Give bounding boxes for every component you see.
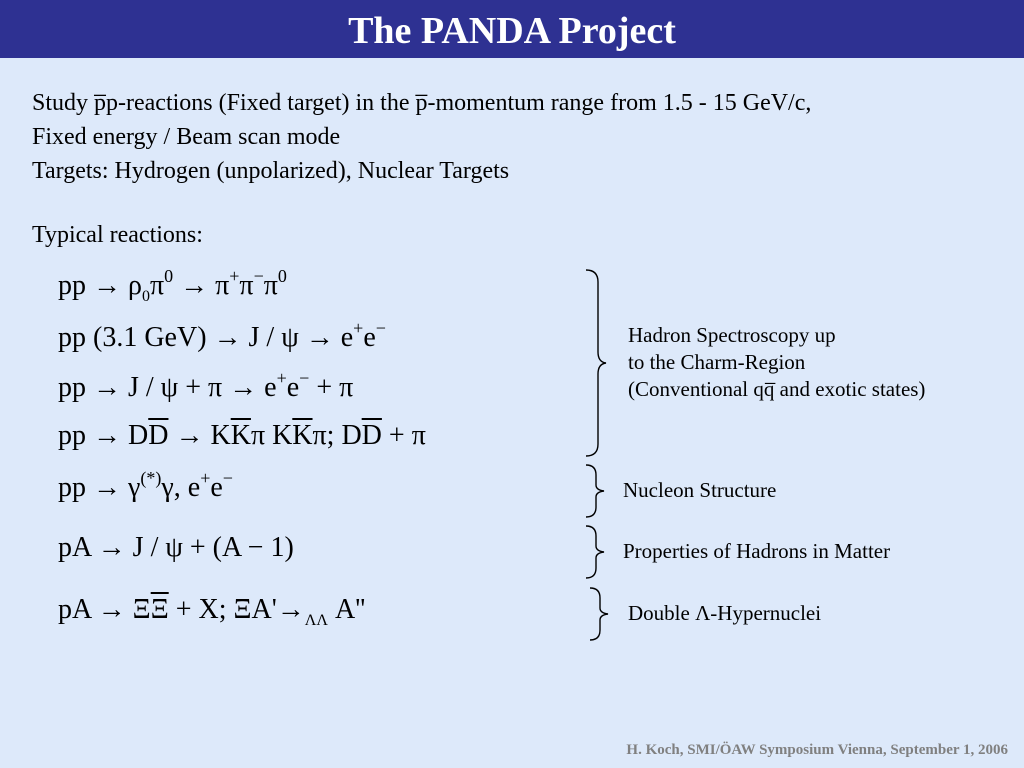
reaction-6: pA → J / ψ + (A − 1) <box>58 532 294 564</box>
reaction-4: pp → DD → KKπ KKπ; DD + π <box>58 420 426 452</box>
spectroscopy-label-line-1: Hadron Spectroscopy up <box>628 323 836 347</box>
reaction-1-sub: 0 <box>141 288 150 305</box>
reaction-1-part: π <box>263 270 278 301</box>
reaction-2-sup: − <box>375 318 386 338</box>
reaction-7-part: A'' <box>327 594 366 625</box>
reaction-2-part: pp (3.1 GeV) → J / ψ → e <box>58 322 354 353</box>
reaction-5-part: e <box>210 472 223 503</box>
reaction-1-part: → π <box>173 270 230 301</box>
reaction-4-antiparticle: D <box>148 420 169 451</box>
reaction-4-part: π K <box>250 420 293 451</box>
reaction-5-sup: (*) <box>140 468 162 488</box>
reaction-1-sup: + <box>229 266 240 286</box>
hypernuclei-label: Double Λ-Hypernuclei <box>628 601 822 625</box>
reaction-3: pp → J / ψ + π → e+e− + π <box>58 368 354 404</box>
spectroscopy-label: Hadron Spectroscopy up to the Charm-Regi… <box>628 322 925 403</box>
nucleon-brace-icon <box>585 464 605 518</box>
reaction-1-sup: 0 <box>164 266 174 286</box>
reaction-2-part: e <box>363 322 376 353</box>
reaction-1-sup: 0 <box>277 266 287 286</box>
footer-credit: H. Koch, SMI/ÖAW Symposium Vienna, Septe… <box>626 742 1008 758</box>
reaction-4-part: + π <box>381 420 426 451</box>
reaction-4-part: → K <box>168 420 231 451</box>
reaction-7-part: + X; ΞA'→ <box>168 594 305 625</box>
reaction-3-sup: + <box>276 368 287 388</box>
reaction-7-antiparticle: Ξ <box>150 594 169 625</box>
intro-line-2: Fixed energy / Beam scan mode <box>32 124 341 150</box>
reaction-5: pp → γ(*)γ, e+e− <box>58 468 233 504</box>
reaction-3-part: e <box>286 372 300 403</box>
reaction-4-antiparticle: D <box>361 420 382 451</box>
reaction-7-sub: ΛΛ <box>304 612 328 629</box>
reaction-5-part: γ, e <box>161 472 201 503</box>
reaction-1-part: pp → ρ <box>58 270 142 301</box>
spectroscopy-label-line-2: to the Charm-Region <box>628 350 806 374</box>
reaction-5-sup: − <box>222 468 233 488</box>
hypernuclei-brace-icon <box>589 587 609 641</box>
matter-brace-icon <box>585 525 605 579</box>
spectroscopy-brace-icon <box>585 269 607 457</box>
intro-line-1: Study p̅p-reactions (Fixed target) in th… <box>32 90 812 116</box>
spectroscopy-label-line-3: (Conventional qq̅ and exotic states) <box>628 377 926 401</box>
reaction-1-part: π <box>239 270 254 301</box>
reaction-5-sup: + <box>200 468 211 488</box>
reaction-1: pp → ρ0π0 → π+π−π0 <box>58 266 287 305</box>
reaction-5-part: pp → γ <box>58 472 141 503</box>
reaction-3-part: pp → J / ψ + π → e <box>58 372 277 403</box>
intro-line-3: Targets: Hydrogen (unpolarized), Nuclear… <box>32 158 510 184</box>
reaction-4-antiparticle: K <box>292 420 313 451</box>
reaction-4-part: pp → D <box>58 420 149 451</box>
reaction-7-part: pA → Ξ <box>58 594 151 625</box>
reaction-2: pp (3.1 GeV) → J / ψ → e+e− <box>58 318 386 354</box>
nucleon-structure-label: Nucleon Structure <box>623 478 777 502</box>
reaction-3-sup: − <box>299 368 310 388</box>
slide-title: The PANDA Project <box>0 0 1024 58</box>
reaction-4-antiparticle: K <box>230 420 251 451</box>
reaction-2-sup: + <box>353 318 364 338</box>
intro-text: Study p̅p-reactions (Fixed target) in th… <box>32 86 811 188</box>
typical-reactions-label: Typical reactions: <box>32 222 203 248</box>
reaction-7: pA → ΞΞ + X; ΞA'→ΛΛ A'' <box>58 594 366 629</box>
reaction-4-part: π; D <box>312 420 362 451</box>
hadrons-in-matter-label: Properties of Hadrons in Matter <box>623 539 891 563</box>
reaction-3-part: + π <box>309 372 354 403</box>
reaction-1-part: π <box>149 270 165 301</box>
reaction-6-part: pA → J / ψ + (A − 1) <box>58 532 294 563</box>
reaction-1-sup: − <box>253 266 264 286</box>
